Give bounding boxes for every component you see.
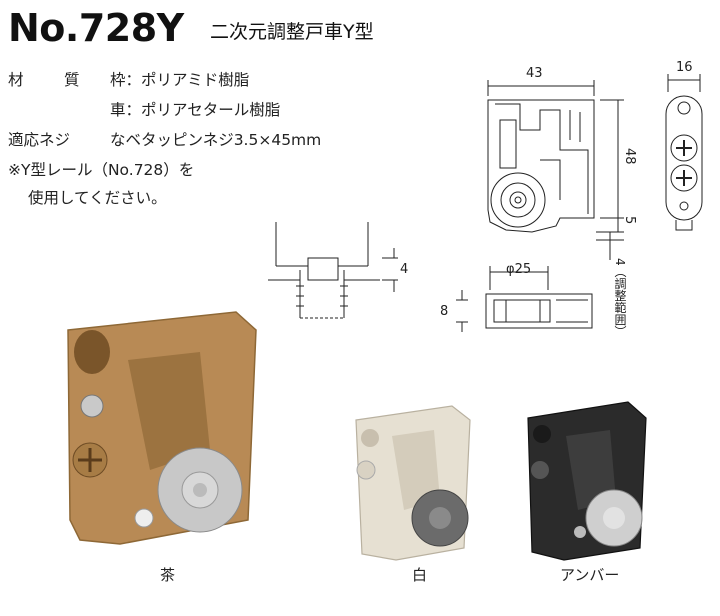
material-label-2: 質: [64, 71, 80, 89]
dim-wheel-thickness: 8: [440, 304, 449, 319]
dim-wheel-diameter: φ25: [506, 262, 532, 277]
material-frame: 枠：ポリアミド樹脂: [110, 71, 250, 89]
side-view-drawing: [665, 74, 703, 231]
roller-photo-white: [355, 405, 471, 561]
screw-label: 適応ネジ: [8, 131, 71, 149]
dim-width: 43: [526, 66, 543, 81]
variant-label-white: 白: [412, 566, 428, 584]
material-label-1: 材: [8, 71, 24, 89]
model-number: No.728Y: [8, 6, 184, 50]
dim-gap: 5: [622, 216, 637, 225]
dim-height: 48: [622, 148, 637, 165]
screw-value: なベタッピンネジ3.5×45mm: [110, 131, 322, 149]
roller-photo-brown: [67, 311, 257, 545]
variant-label-brown: 茶: [160, 566, 176, 584]
note-line-1: ※Y型レール（No.728）を: [8, 161, 195, 179]
note-line-2: 使用してください。: [28, 189, 167, 207]
dim-depth: 16: [676, 60, 693, 75]
material-wheel: 車：ポリアセタール樹脂: [110, 101, 281, 119]
dim-rail-gap: 4: [400, 262, 409, 277]
dim-adjust: 4（調整範囲）: [613, 258, 627, 338]
bottom-view-drawing: [456, 266, 593, 332]
roller-photo-amber: [527, 401, 647, 561]
rail-section-drawing: [268, 222, 398, 319]
front-elevation-drawing: [487, 80, 624, 260]
product-subtitle: 二次元調整戸車Y型: [210, 21, 374, 43]
variant-label-amber: アンバー: [560, 566, 620, 584]
